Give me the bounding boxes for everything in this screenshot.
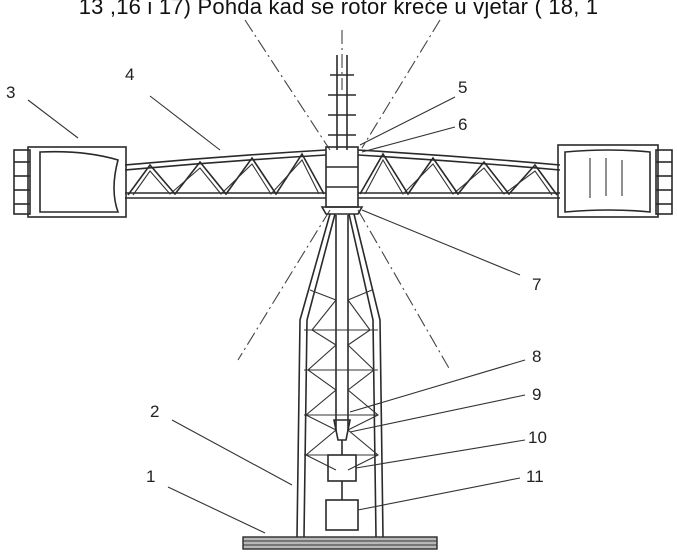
right-blade (557, 144, 673, 218)
foundation-base (242, 536, 438, 550)
label-3: 3 (6, 83, 15, 102)
label-5: 5 (458, 78, 467, 97)
label-2: 2 (150, 402, 159, 421)
label-4: 4 (125, 65, 134, 84)
right-arm-truss (357, 149, 561, 199)
label-7: 7 (532, 275, 541, 294)
label-1: 1 (146, 467, 155, 486)
leader-lines (27, 95, 526, 534)
mast-top (328, 55, 356, 150)
part-labels: 1 2 3 4 5 6 7 8 9 10 11 (6, 65, 547, 486)
tower (296, 213, 384, 538)
label-8: 8 (532, 347, 541, 366)
label-9: 9 (532, 385, 541, 404)
rotor-hub (320, 146, 364, 215)
left-arm-truss (124, 149, 327, 199)
caption-text: 13 ,16 i 17) Pohda kad se rotor kreće u … (78, 0, 599, 19)
label-6: 6 (458, 115, 467, 134)
label-11: 11 (526, 467, 544, 486)
rotation-rays (237, 19, 451, 371)
label-10: 10 (528, 428, 547, 447)
left-blade (13, 146, 127, 218)
